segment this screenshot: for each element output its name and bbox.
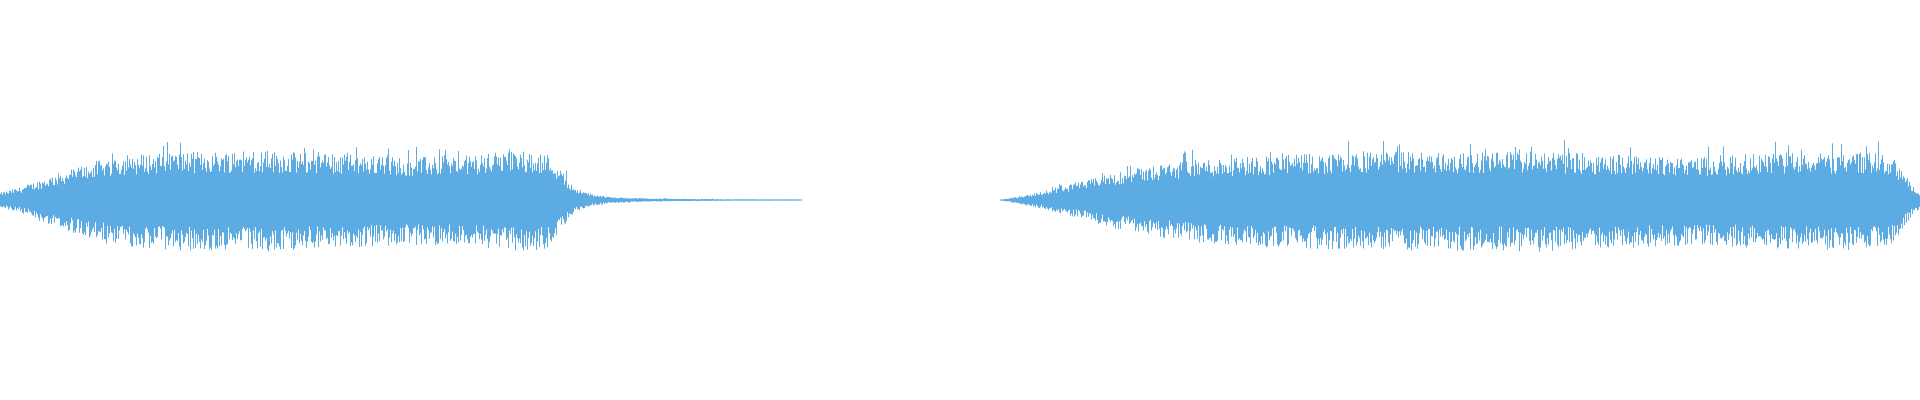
waveform-clip-1 xyxy=(0,142,802,252)
waveform-clip-2 xyxy=(1000,139,1920,252)
waveform-clip-1-core xyxy=(0,175,802,225)
waveform-clip-2-core xyxy=(1000,175,1920,225)
waveform-layer xyxy=(0,139,1920,252)
